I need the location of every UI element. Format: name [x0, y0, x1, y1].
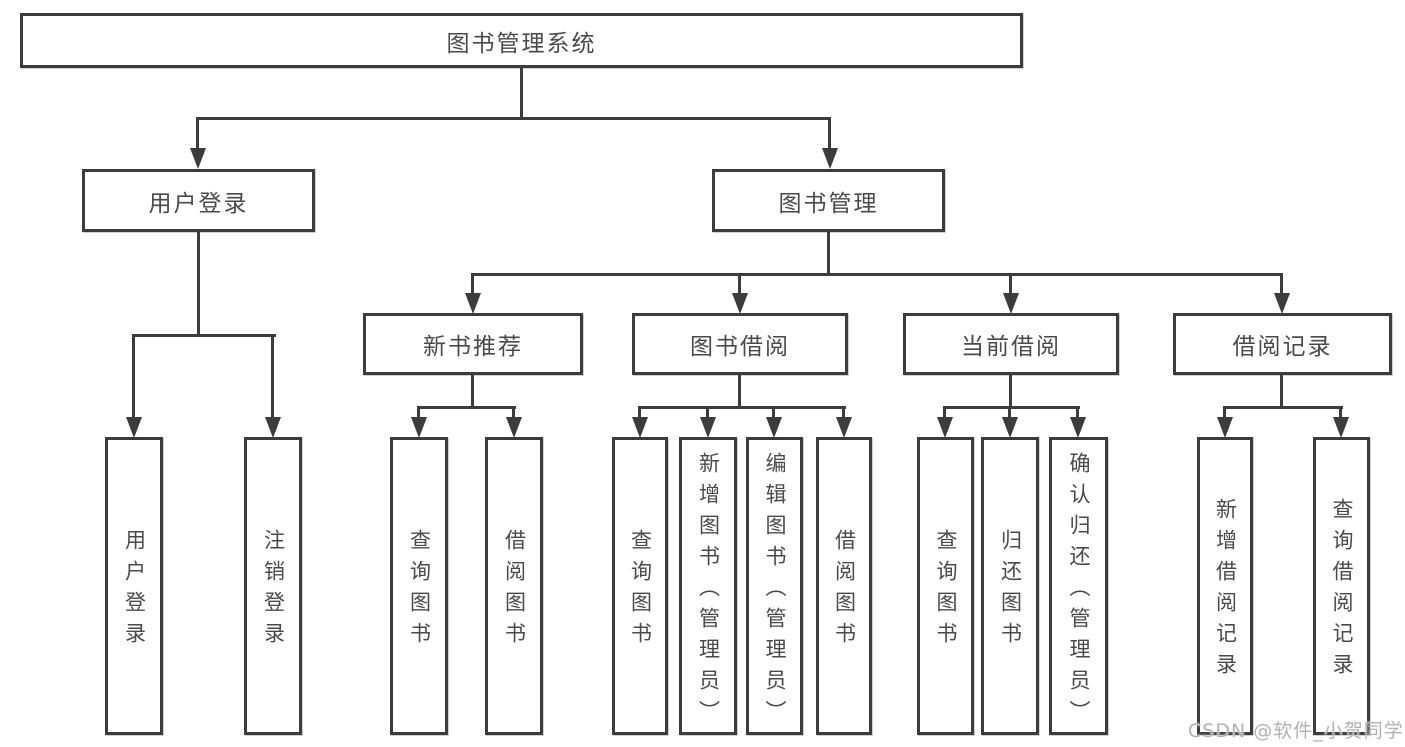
connector-book-borrow-stem [738, 372, 741, 409]
connector-to-leaf-return-books [1008, 406, 1011, 421]
csdn-watermark: CSDN @软件_小贺同学 [1188, 720, 1404, 742]
connector-to-leaf-query-books-borrow [638, 406, 641, 421]
arrow-leaf-query-borrow-record [1333, 417, 1349, 438]
connector-to-leaf-query-borrow-record [1339, 406, 1342, 421]
connector-to-leaf-user-login [132, 334, 135, 420]
connector-to-current-borrow [1009, 273, 1012, 296]
connector-borrow-records-rail [1223, 406, 1343, 409]
leaf-borrow-books-recommend: 借阅图书 [485, 437, 543, 735]
connector-recommend-rail [417, 406, 516, 409]
connector-book-management-rail [471, 273, 1283, 276]
node-new-book-recommend: 新书推荐 [363, 313, 583, 375]
node-borrow-records: 借阅记录 [1173, 313, 1392, 375]
node-book-borrow: 图书借阅 [632, 313, 848, 375]
connector-to-leaf-add-borrow-record [1223, 406, 1226, 421]
arrow-leaf-query-books-current [937, 417, 953, 438]
connector-to-leaf-borrow-books-recommend [512, 406, 515, 421]
leaf-query-books-borrow: 查询图书 [612, 437, 668, 735]
connector-to-borrow-records [1280, 273, 1283, 296]
arrow-new-book-recommend [465, 293, 481, 314]
arrow-leaf-borrow-books-recommend [506, 417, 522, 438]
node-user-login: 用户登录 [82, 169, 315, 232]
connector-to-leaf-confirm-return [1076, 406, 1079, 421]
leaf-add-books-admin: 新增图书（管理员） [679, 437, 737, 735]
connector-root-stem [520, 66, 523, 120]
arrow-leaf-add-borrow-record [1217, 417, 1233, 438]
connector-to-leaf-query-books-current [943, 406, 946, 421]
leaf-return-books: 归还图书 [981, 437, 1039, 735]
arrow-user-login [190, 148, 206, 169]
connector-to-leaf-add-books [706, 406, 709, 421]
arrow-book-borrow [732, 293, 748, 314]
leaf-confirm-return-admin: 确认归还（管理员） [1049, 437, 1108, 735]
arrow-current-borrow [1003, 293, 1019, 314]
node-book-management: 图书管理 [712, 169, 945, 232]
arrow-leaf-edit-books [766, 417, 782, 438]
arrow-leaf-logout [265, 417, 281, 438]
connector-to-leaf-query-books-recommend [417, 406, 420, 421]
leaf-logout: 注销登录 [244, 437, 302, 735]
connector-user-login-rail [132, 334, 276, 337]
arrow-borrow-records [1274, 293, 1290, 314]
connector-book-borrow-rail [638, 406, 846, 409]
connector-to-leaf-logout [271, 334, 274, 420]
arrow-book-management [822, 148, 838, 169]
arrow-leaf-confirm-return [1070, 417, 1086, 438]
connector-recommend-stem [471, 372, 474, 409]
arrow-leaf-user-login [126, 417, 142, 438]
leaf-query-books-current: 查询图书 [917, 437, 974, 735]
connector-user-login-stem [197, 229, 200, 337]
arrow-leaf-add-books [700, 417, 716, 438]
connector-current-borrow-rail [943, 406, 1080, 409]
leaf-edit-books-admin: 编辑图书（管理员） [746, 437, 803, 735]
leaf-add-borrow-record: 新增借阅记录 [1197, 437, 1253, 735]
leaf-query-borrow-record: 查询借阅记录 [1313, 437, 1370, 735]
node-current-borrow: 当前借阅 [903, 313, 1119, 375]
leaf-borrow-books: 借阅图书 [816, 437, 872, 735]
connector-borrow-records-stem [1280, 372, 1283, 409]
connector-to-book-management [828, 117, 831, 151]
leaf-user-login: 用户登录 [105, 437, 163, 735]
arrow-leaf-borrow-books [836, 417, 852, 438]
connector-to-user-login [196, 117, 199, 151]
connector-to-book-borrow [738, 273, 741, 296]
connector-current-borrow-stem [1009, 372, 1012, 409]
connector-book-management-stem [827, 229, 830, 276]
arrow-leaf-query-books-borrow [632, 417, 648, 438]
connector-to-leaf-borrow-books [842, 406, 845, 421]
leaf-query-books-recommend: 查询图书 [390, 437, 448, 735]
connector-to-leaf-edit-books [772, 406, 775, 421]
connector-root-rail [196, 117, 831, 120]
arrow-leaf-return-books [1002, 417, 1018, 438]
node-root-library-system: 图书管理系统 [20, 13, 1023, 68]
arrow-leaf-query-books-recommend [411, 417, 427, 438]
connector-to-new-book-recommend [471, 273, 474, 296]
